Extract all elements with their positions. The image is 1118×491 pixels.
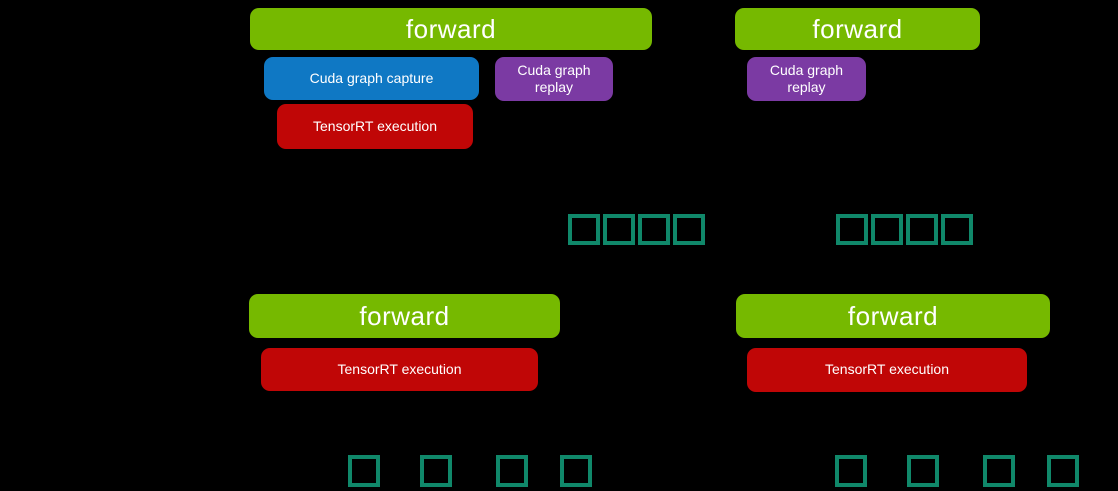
kernel-launch-square-icon xyxy=(1047,455,1079,487)
tensorrt-execution-box-capture: TensorRT execution xyxy=(277,104,473,149)
kernel-launch-square-icon xyxy=(941,214,973,245)
kernel-launch-square-icon xyxy=(348,455,380,487)
kernel-launch-square-icon xyxy=(835,455,867,487)
tensorrt-execution-box-bottom-right: TensorRT execution xyxy=(747,348,1027,392)
kernel-launch-square-icon xyxy=(983,455,1015,487)
kernel-launch-square-icon xyxy=(836,214,868,245)
forward-bar-capture: forward xyxy=(250,8,652,50)
kernel-launch-square-icon xyxy=(420,455,452,487)
cuda-graph-replay-box-first: Cuda graph replay xyxy=(495,57,613,101)
kernel-launch-square-icon xyxy=(907,455,939,487)
forward-bar-bottom-left: forward xyxy=(249,294,560,338)
kernel-launch-square-icon xyxy=(871,214,903,245)
kernel-launch-square-icon xyxy=(560,455,592,487)
cuda-graph-replay-box-second: Cuda graph replay xyxy=(747,57,866,101)
kernel-launch-square-icon xyxy=(638,214,670,245)
forward-bar-replay: forward xyxy=(735,8,980,50)
kernel-launch-square-icon xyxy=(603,214,635,245)
cuda-graph-capture-box: Cuda graph capture xyxy=(264,57,479,100)
kernel-launch-square-icon xyxy=(568,214,600,245)
tensorrt-execution-box-bottom-left: TensorRT execution xyxy=(261,348,538,391)
kernel-launch-square-icon xyxy=(673,214,705,245)
kernel-launch-square-icon xyxy=(906,214,938,245)
kernel-launch-square-icon xyxy=(496,455,528,487)
forward-bar-bottom-right: forward xyxy=(736,294,1050,338)
